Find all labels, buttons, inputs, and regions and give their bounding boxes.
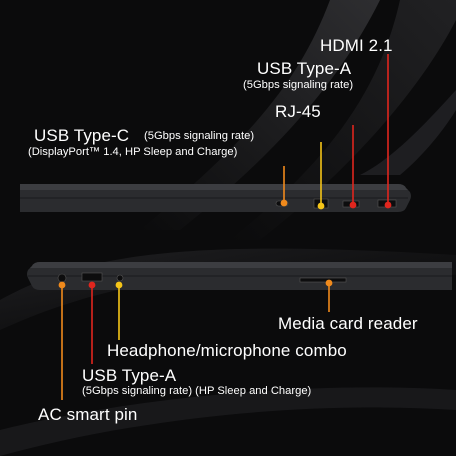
rj45-label: RJ-45 bbox=[275, 102, 321, 121]
hdmi-label: HDMI 2.1 bbox=[320, 36, 393, 55]
usb-c-label: USB Type-C bbox=[34, 126, 130, 145]
top-usb-a-subtitle: (5Gbps signaling rate) bbox=[243, 79, 354, 91]
ac-smart-pin-label: AC smart pin bbox=[38, 405, 138, 424]
laptop-left-side-view bbox=[27, 262, 452, 290]
bottom-usb-a-label: USB Type-A bbox=[82, 366, 177, 385]
headphone-combo-label: Headphone/microphone combo bbox=[107, 341, 347, 360]
top-usb-a-label: USB Type-A bbox=[257, 59, 352, 78]
usb-c-subtitle: (DisplayPort™ 1.4, HP Sleep and Charge) bbox=[28, 146, 238, 158]
bottom-usb-a-subtitle: (5Gbps signaling rate) (HP Sleep and Cha… bbox=[82, 385, 312, 397]
usb-c-rate-note: (5Gbps signaling rate) bbox=[144, 130, 255, 142]
laptop-right-side-view bbox=[20, 184, 411, 212]
media-card-reader-label: Media card reader bbox=[278, 314, 418, 333]
